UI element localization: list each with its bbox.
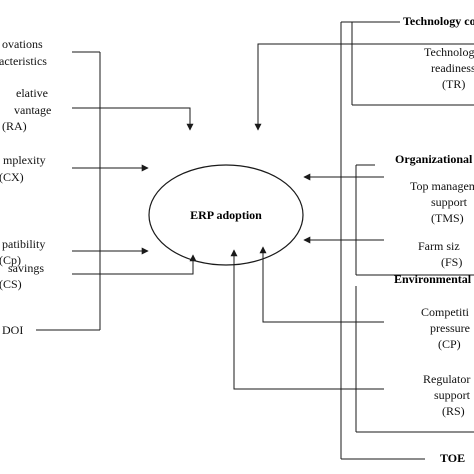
left-label-doi: DOI (2, 323, 23, 337)
right-label-farm-size: Farm siz (418, 239, 460, 253)
comp-pressure-arrow (259, 246, 384, 323)
right-label-fs: (FS) (441, 255, 462, 269)
right-labels: Technology co Technolog readiness (TR) O… (394, 14, 474, 465)
right-label-competitive: Competiti (421, 305, 470, 319)
left-label-characteristics: acteristics (0, 54, 47, 68)
right-connectors (230, 21, 474, 460)
left-connectors (36, 51, 197, 331)
right-label-rs-support: support (434, 388, 471, 402)
left-label-ra: (RA) (2, 119, 27, 133)
header-technology: Technology co (403, 14, 474, 28)
cs-arrow (72, 254, 197, 275)
right-label-rs: (RS) (442, 404, 465, 418)
left-label-cx: (CX) (0, 170, 24, 184)
tr-arrow (254, 43, 474, 131)
right-label-top-management: Top managem (410, 179, 474, 193)
header-toe: TOE (440, 451, 465, 465)
left-label-advantage: vantage (14, 103, 51, 117)
right-label-tr: (TR) (442, 77, 465, 91)
erp-adoption-ellipse (148, 164, 304, 266)
erp-adoption-label: ERP adoption (190, 208, 262, 222)
right-label-readiness: readiness (431, 61, 474, 75)
right-label-technology: Technolog (424, 45, 474, 59)
left-label-relative: elative (16, 86, 48, 100)
left-labels: ovations acteristics elative vantage (RA… (0, 37, 51, 337)
left-label-cp: (Cp) (0, 253, 21, 267)
right-label-regulatory: Regulator (423, 372, 470, 386)
right-label-tms-support: support (431, 195, 468, 209)
left-label-complexity: mplexity (3, 153, 46, 167)
left-label-cost-savings: savings (8, 261, 44, 275)
header-organizational: Organizational (395, 152, 473, 166)
left-label-compatibility: patibility (2, 237, 45, 251)
ra-arrow (72, 107, 194, 131)
left-label-cs: (CS) (0, 277, 22, 291)
left-label-innovations: ovations (2, 37, 43, 51)
right-label-tms: (TMS) (431, 211, 464, 225)
header-environmental: Environmental (394, 272, 472, 286)
rs-arrow (230, 249, 384, 390)
right-label-cp: (CP) (438, 337, 461, 351)
right-label-pressure: pressure (430, 321, 470, 335)
